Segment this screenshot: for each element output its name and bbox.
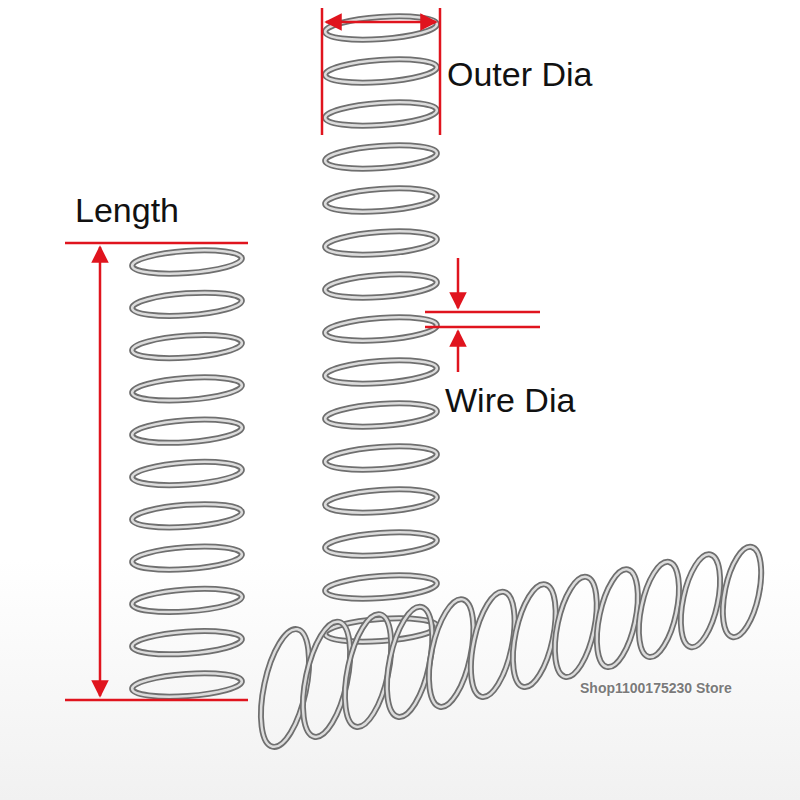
springs	[131, 13, 768, 751]
spring-left	[131, 247, 242, 700]
dimension-label: Outer Dia	[447, 56, 593, 93]
spring-lying	[252, 543, 768, 751]
dimension-label: Length	[75, 192, 179, 229]
dimension-label: Wire Dia	[445, 382, 575, 419]
dimension-lines	[65, 8, 540, 700]
watermark: Shop1100175230 Store	[580, 680, 732, 696]
spring-middle	[324, 13, 437, 645]
